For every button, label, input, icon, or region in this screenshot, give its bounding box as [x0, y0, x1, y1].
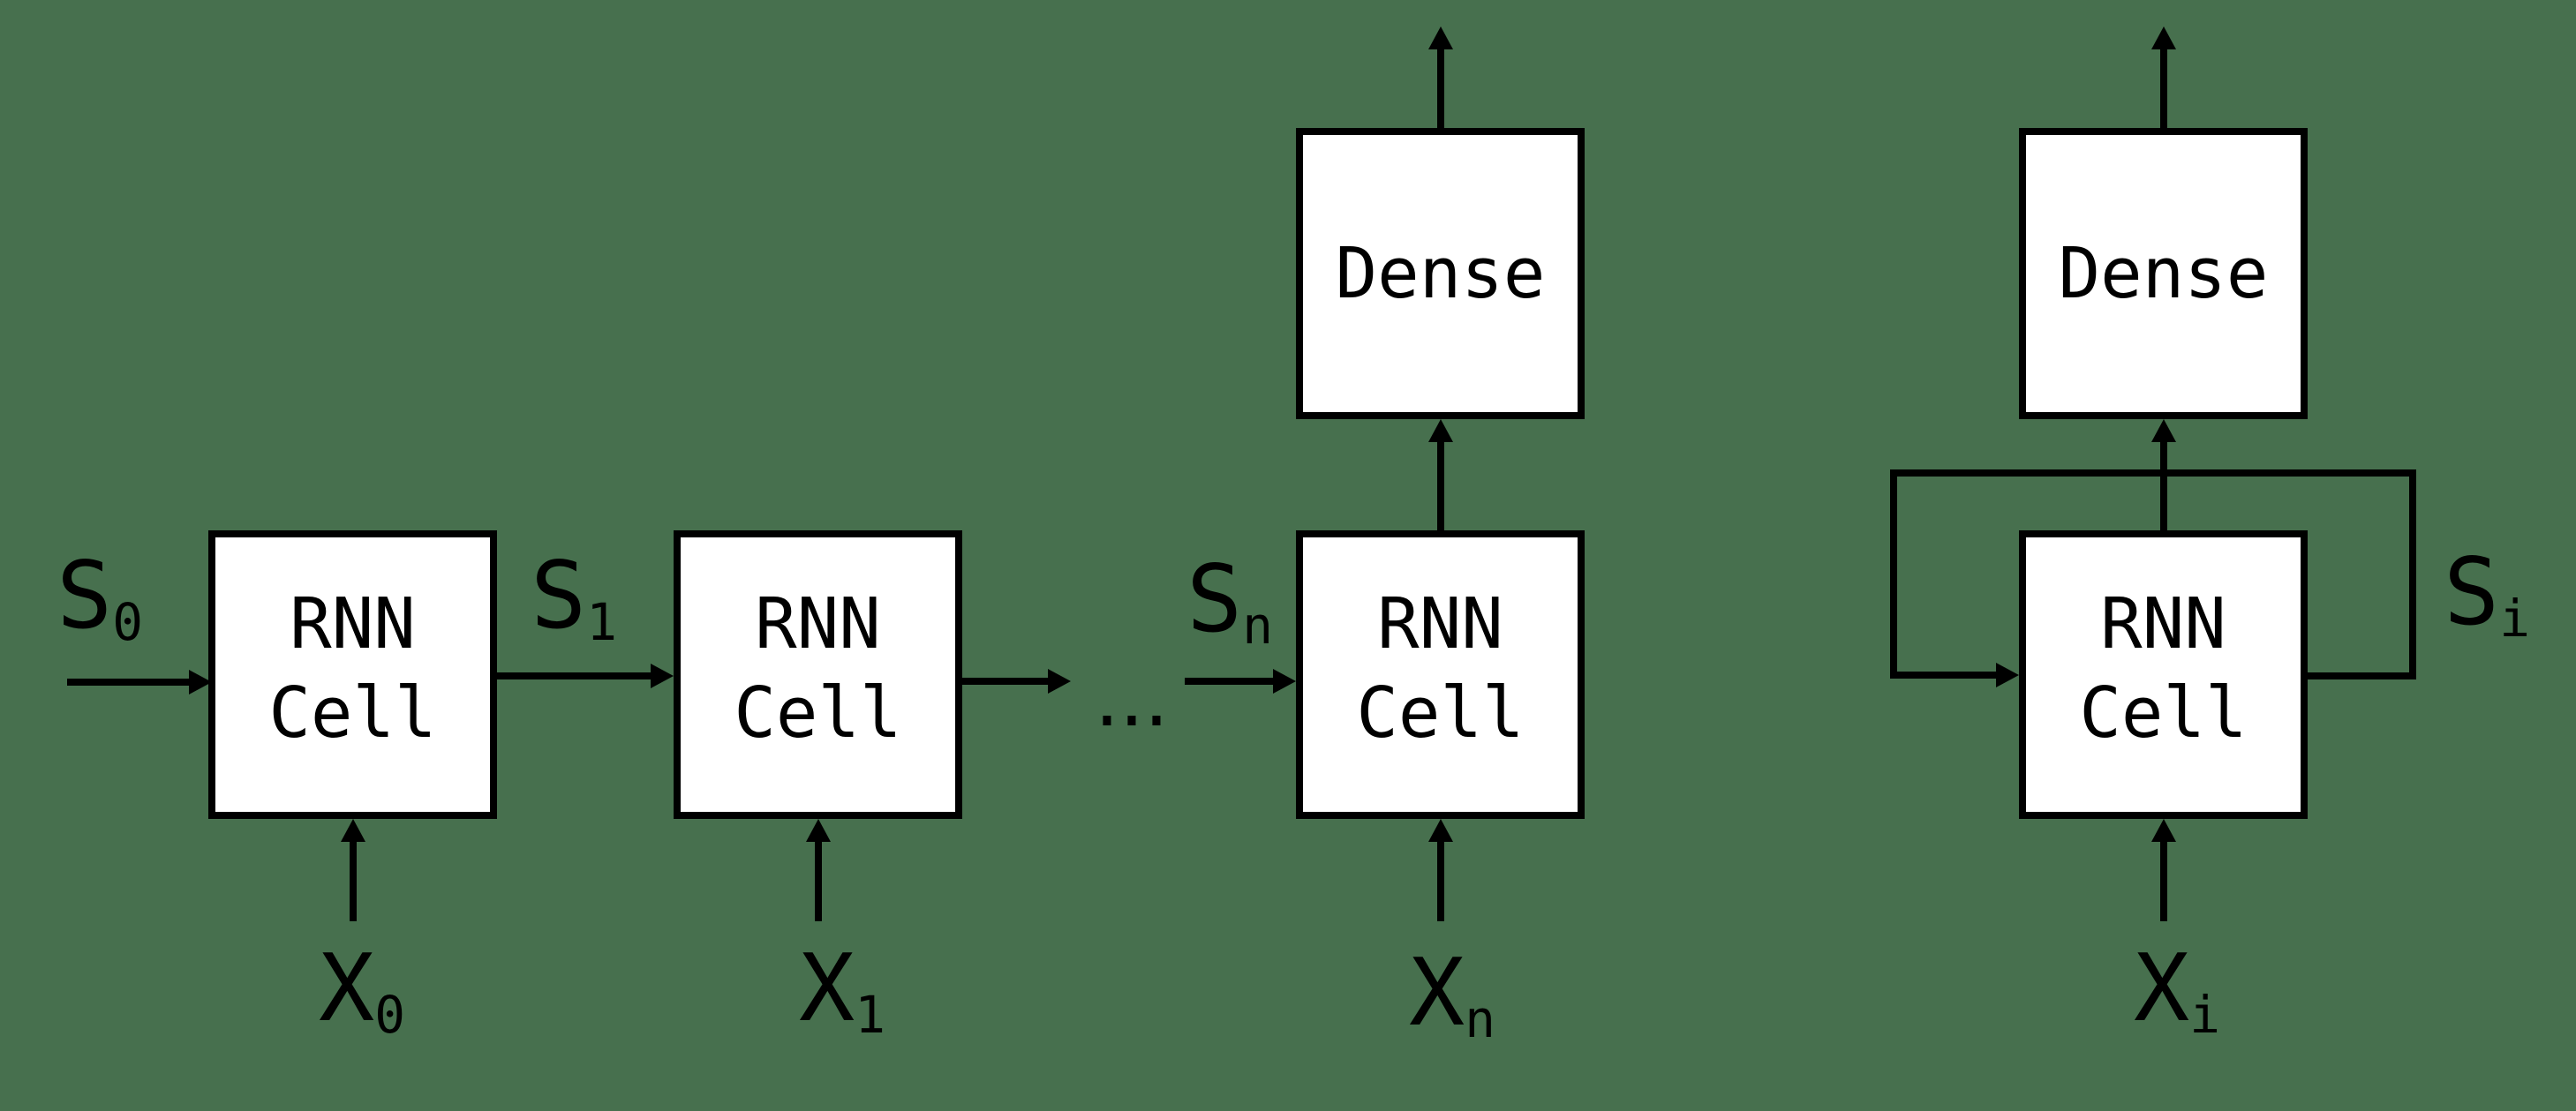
x1-arrow-line — [815, 842, 822, 921]
xn-arrow-line — [1437, 842, 1444, 921]
dense-box-loop: Dense — [2019, 128, 2308, 419]
xn-arrowhead-icon — [1428, 819, 1453, 842]
input-label-sub: 1 — [855, 984, 885, 1045]
cell-to-dense-arrowhead-icon-unrolled — [1428, 419, 1453, 442]
state-label-sub: 1 — [586, 591, 617, 652]
dense-output-line-unrolled — [1437, 49, 1444, 128]
dense-label: Dense — [2058, 232, 2269, 314]
state-label-base: S — [531, 542, 587, 649]
rnn-cell-box-0: RNN Cell — [208, 530, 497, 819]
dense-output-arrowhead-icon-loop — [2151, 26, 2176, 49]
input-label-sub: i — [2189, 984, 2220, 1045]
s1-arrow-line — [497, 672, 651, 679]
ellipsis-label: ... — [1095, 653, 1169, 744]
dense-label: Dense — [1335, 232, 1546, 314]
s0-arrow-line — [67, 679, 189, 686]
loop-top-line — [1890, 469, 2416, 477]
xi-arrowhead-icon — [2151, 819, 2176, 842]
loop-left-line — [1890, 469, 1897, 679]
input-label-base: X — [2134, 935, 2190, 1042]
loop-in-arrowhead-icon — [1996, 663, 2019, 687]
cell-to-dense-arrowhead-icon-loop — [2151, 419, 2176, 442]
loop-out-line — [2304, 672, 2416, 679]
rnn-cell-label: Cell — [734, 672, 902, 754]
rnn-cell-label: Cell — [268, 672, 437, 754]
state-label-s1: S1 — [531, 550, 617, 649]
rnn-cell-label: RNN — [1377, 582, 1503, 664]
cell-to-dense-line-loop — [2160, 442, 2167, 530]
input-label-sub: n — [1465, 988, 1495, 1049]
state-label-si: Si — [2444, 546, 2530, 645]
input-label-sub: 0 — [374, 984, 405, 1045]
rnn-cell-box-loop: RNN Cell — [2019, 530, 2308, 819]
rnn-cell-box-1: RNN Cell — [674, 530, 962, 819]
state-label-base: S — [1186, 545, 1243, 653]
dense-box-unrolled: Dense — [1296, 128, 1585, 419]
x1-arrowhead-icon — [806, 819, 831, 842]
rnn-cell-label: Cell — [2079, 672, 2248, 754]
state-label-sub: n — [1242, 595, 1273, 656]
input-label-x0: X0 — [319, 942, 405, 1041]
loop-in-line — [1890, 672, 1996, 679]
s1-arrowhead-icon — [651, 664, 674, 688]
mid-arrow-line-2 — [1185, 678, 1273, 685]
s0-arrowhead-icon — [189, 670, 212, 694]
state-label-sn: Sn — [1186, 553, 1273, 652]
input-label-base: X — [319, 935, 375, 1042]
mid-arrowhead-icon-2 — [1273, 669, 1296, 694]
state-label-base: S — [56, 542, 113, 649]
mid-arrowhead-icon-1 — [1048, 669, 1071, 694]
state-label-sub: i — [2499, 588, 2530, 649]
input-label-base: X — [1409, 939, 1465, 1047]
input-label-base: X — [799, 935, 855, 1042]
input-label-xn: Xn — [1409, 947, 1495, 1046]
rnn-cell-label: RNN — [290, 582, 416, 664]
cell-to-dense-line-unrolled — [1437, 442, 1444, 530]
rnn-cell-label: RNN — [2100, 582, 2226, 664]
input-label-x1: X1 — [799, 942, 885, 1041]
input-label-xi: Xi — [2134, 942, 2220, 1041]
xi-arrow-line — [2160, 842, 2167, 921]
state-label-sub: 0 — [112, 591, 143, 652]
state-label-base: S — [2444, 538, 2500, 646]
x0-arrowhead-icon — [341, 819, 365, 842]
state-label-s0: S0 — [56, 550, 143, 649]
loop-right-line — [2409, 469, 2416, 679]
dense-output-arrowhead-icon-unrolled — [1428, 26, 1453, 49]
rnn-cell-label: Cell — [1356, 672, 1525, 754]
rnn-cell-box-n: RNN Cell — [1296, 530, 1585, 819]
mid-arrow-line-1 — [962, 678, 1048, 685]
x0-arrow-line — [350, 842, 357, 921]
dense-output-line-loop — [2160, 49, 2167, 128]
rnn-cell-label: RNN — [755, 582, 881, 664]
